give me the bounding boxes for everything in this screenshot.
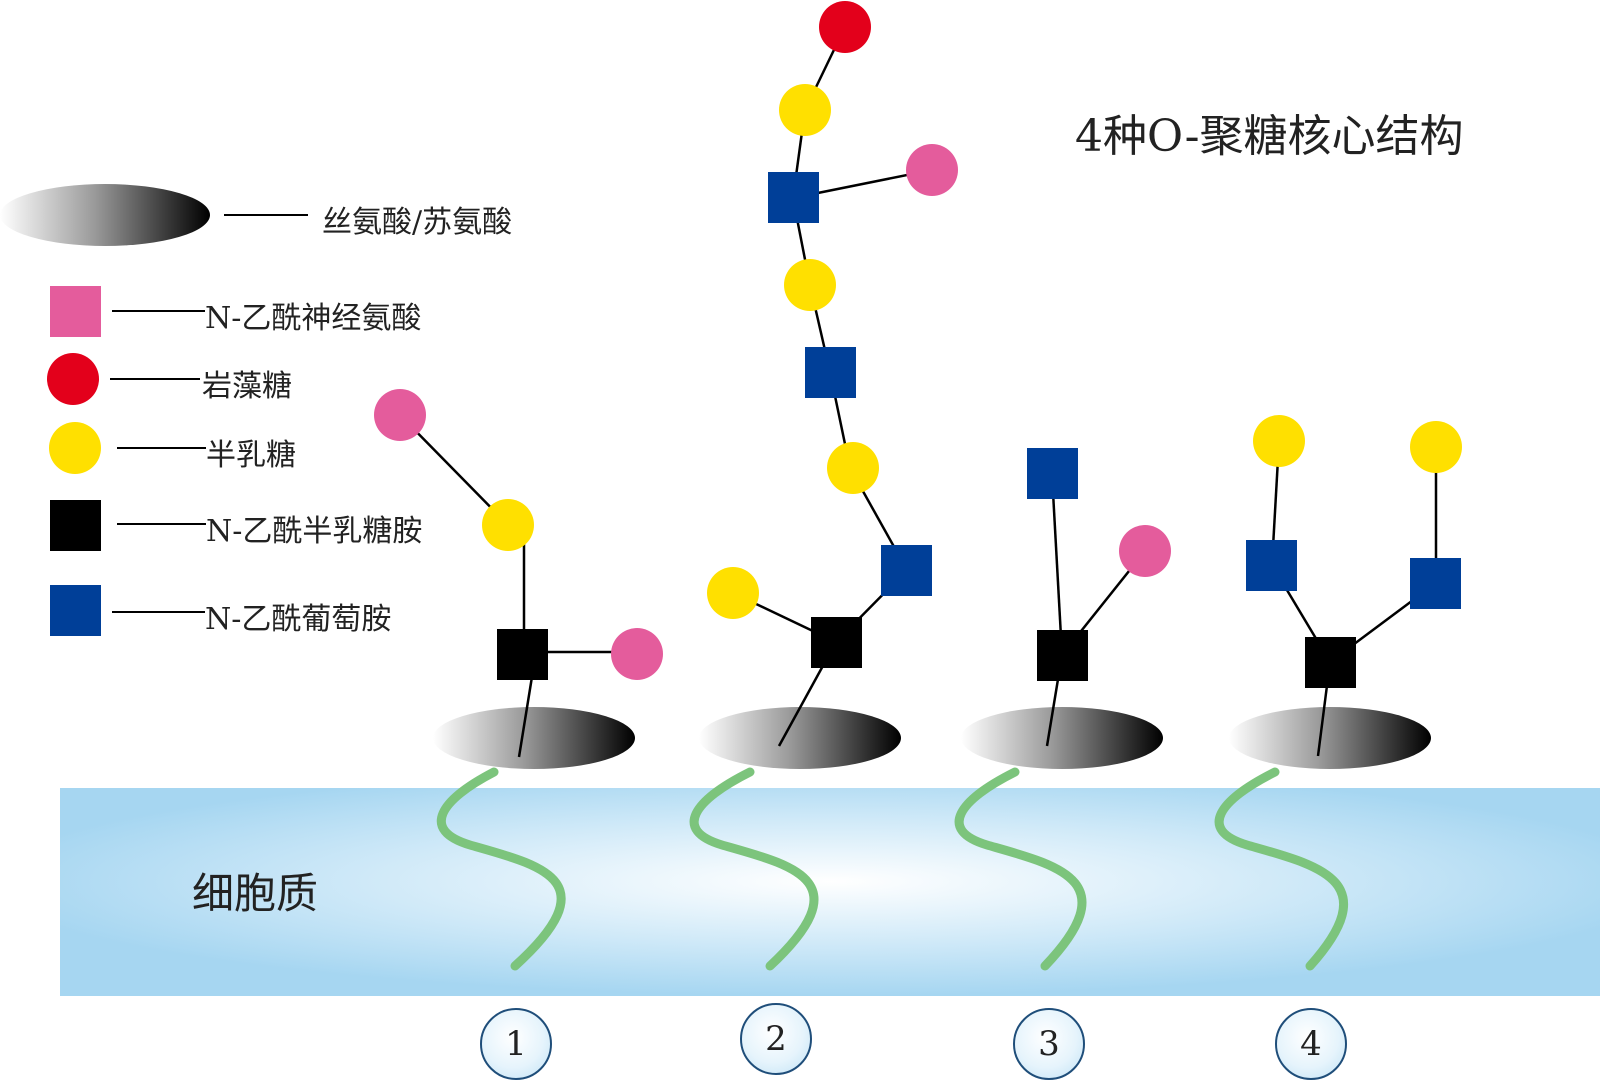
legend-label-galnac: N-乙酰半乳糖胺 xyxy=(206,514,423,549)
galnac-residue xyxy=(1305,637,1356,688)
glcnac-residue xyxy=(1246,540,1297,591)
glycan-residues xyxy=(374,1,1462,688)
legend-label-fucose: 岩藻糖 xyxy=(202,369,292,404)
galactose-residue xyxy=(827,442,879,494)
anchor-4 xyxy=(1214,767,1349,971)
anchor-3 xyxy=(954,767,1087,971)
legend-fucose-symbol xyxy=(47,353,99,405)
structure-number-badge: 2 xyxy=(740,1003,812,1075)
glcnac-residue xyxy=(805,347,856,398)
neu5ac-residue xyxy=(1119,525,1171,577)
legend xyxy=(0,184,308,636)
ser-thr-4 xyxy=(1229,707,1431,769)
galnac-residue xyxy=(497,629,548,680)
neu5ac-residue xyxy=(611,628,663,680)
neu5ac-residue xyxy=(906,144,958,196)
galactose-residue xyxy=(784,259,836,311)
anchor-1 xyxy=(436,767,566,971)
legend-galactose-symbol xyxy=(49,422,101,474)
legend-label-galactose: 半乳糖 xyxy=(206,438,296,473)
legend-galnac-symbol xyxy=(50,500,101,551)
galactose-residue xyxy=(779,84,831,136)
legend-neu5ac-symbol xyxy=(50,286,101,337)
galactose-residue xyxy=(482,499,534,551)
legend-ser-thr-symbol xyxy=(0,184,210,246)
ser-thr-1 xyxy=(433,707,635,769)
membrane-anchors xyxy=(436,767,1349,971)
legend-label-glcnac: N-乙酰葡萄胺 xyxy=(205,602,392,637)
diagram-title: 4种O-聚糖核心结构 xyxy=(1075,111,1464,162)
anchor-2 xyxy=(689,767,819,971)
legend-label-ser-thr: 丝氨酸/苏氨酸 xyxy=(322,205,513,240)
fucose-residue xyxy=(819,1,871,53)
ser-thr-residues xyxy=(433,707,1431,769)
neu5ac-residue xyxy=(374,389,426,441)
ser-thr-3 xyxy=(961,707,1163,769)
galactose-residue xyxy=(707,567,759,619)
galactose-residue xyxy=(1410,421,1462,473)
legend-glcnac-symbol xyxy=(50,585,101,636)
galnac-residue xyxy=(1037,630,1088,681)
legend-label-neu5ac: N-乙酰神经氨酸 xyxy=(205,301,422,336)
galnac-residue xyxy=(811,617,862,668)
glcnac-residue xyxy=(1027,448,1078,499)
galactose-residue xyxy=(1253,415,1305,467)
ser-thr-2 xyxy=(699,707,901,769)
structure-number-badge: 3 xyxy=(1013,1008,1085,1080)
glcnac-residue xyxy=(881,545,932,596)
structure-number-badge: 1 xyxy=(480,1008,552,1080)
structure-number-badge: 4 xyxy=(1275,1008,1347,1080)
cytoplasm-label: 细胞质 xyxy=(192,869,319,918)
glcnac-residue xyxy=(768,172,819,223)
glcnac-residue xyxy=(1410,558,1461,609)
